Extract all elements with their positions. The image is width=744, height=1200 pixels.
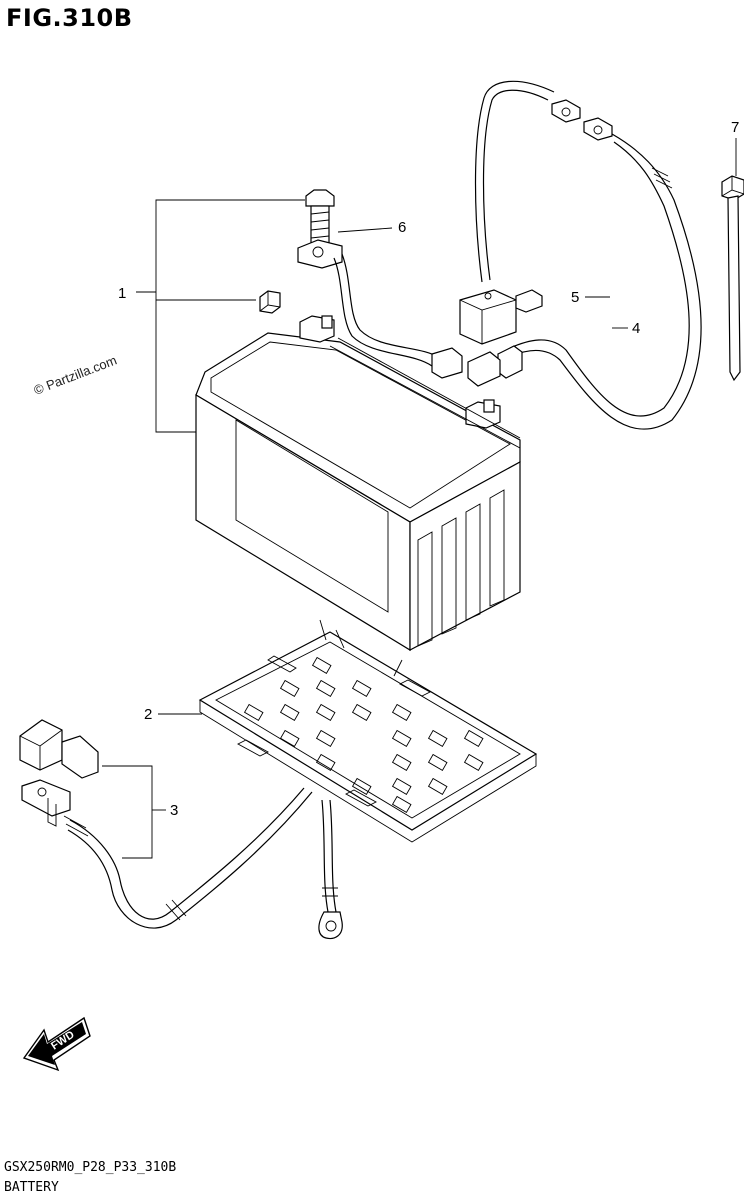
callout-3-bracket: [102, 765, 166, 859]
positive-cable-part[interactable]: [467, 80, 702, 430]
watermark-text: © Partzilla.com: [32, 352, 119, 397]
callout-7-label[interactable]: 7: [731, 119, 739, 136]
callout-6-label[interactable]: 6: [398, 219, 406, 236]
battery-side-ribs: [417, 489, 505, 647]
battery-tray-part[interactable]: [198, 619, 538, 843]
callout-3-label[interactable]: 3: [170, 802, 178, 819]
figure-title: FIG.310B: [6, 4, 133, 32]
drawing-code: GSX250RM0_P28_P33_310B: [4, 1160, 177, 1175]
fwd-direction-arrow: FWD: [22, 1016, 91, 1072]
terminal-cover-part[interactable]: [459, 289, 543, 345]
callout-6-leader: [337, 227, 393, 233]
battery-exploded-diagram: © Partzilla.com 1: [19, 80, 744, 1072]
bolt-part[interactable]: [305, 189, 335, 245]
callout-5-label[interactable]: 5: [571, 289, 579, 306]
cable-tie-part[interactable]: [721, 175, 744, 382]
section-name: BATTERY: [4, 1180, 59, 1195]
callout-1-label[interactable]: 1: [118, 285, 126, 302]
nut-part[interactable]: [259, 290, 281, 314]
callout-4-label[interactable]: 4: [632, 320, 640, 337]
ground-cable-part[interactable]: [19, 719, 343, 940]
callout-1-bracket: [136, 199, 305, 433]
negative-cable-part[interactable]: [297, 239, 463, 379]
callout-2-label[interactable]: 2: [144, 706, 152, 723]
tray-slots: [243, 656, 484, 813]
battery-part[interactable]: [195, 315, 521, 652]
